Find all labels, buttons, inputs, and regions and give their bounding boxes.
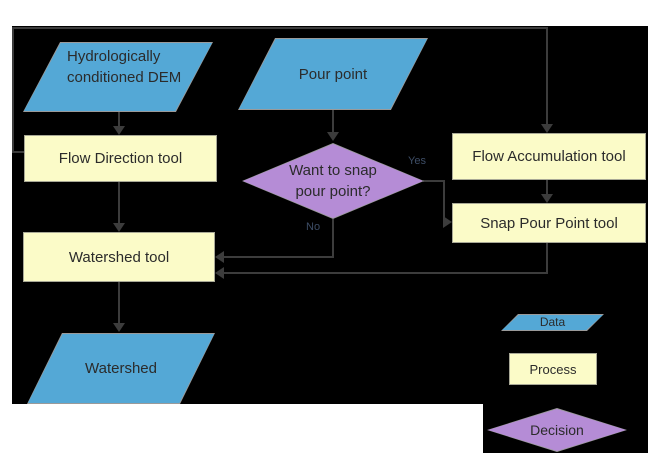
edge-label-yes: Yes [408, 155, 426, 167]
node-watershed: Watershed [27, 333, 215, 404]
legend-item-data: Data [501, 314, 604, 331]
arrowhead-dem-flowdirection [113, 126, 125, 135]
node-label: Pour point [239, 39, 427, 109]
legend-label-data: Data [502, 315, 603, 330]
edge-watershedtool-watershed [118, 282, 120, 324]
arrowhead-flowdirection-watershedtool [113, 223, 125, 232]
node-label: Hydrologically conditioned DEM [67, 48, 182, 86]
edge-decision-yes-v [443, 180, 445, 222]
edge-snappourpoint-watershedtool-v [546, 243, 548, 274]
node-label: Flow Accumulation tool [472, 148, 626, 165]
node-label: Watershed [28, 334, 214, 403]
node-label: Watershed tool [68, 248, 170, 266]
edge-flowdirection-flowaccumulation-stub [12, 151, 24, 153]
node-label: Want to snap pour point? [289, 162, 377, 200]
arrowhead-pourpoint-decision [327, 132, 339, 141]
edge-snappourpoint-watershedtool-h [223, 272, 548, 274]
edge-flowdirection-flowaccumulation-top [12, 27, 548, 29]
edge-flowdirection-flowaccumulation-left [12, 27, 14, 153]
node-label: Flow Direction tool [58, 150, 183, 167]
node-flow-accumulation-tool: Flow Accumulation tool [452, 133, 646, 180]
edge-flowdirection-watershedtool [118, 182, 120, 224]
edge-dem-flowdirection [118, 112, 120, 128]
node-label: Snap Pour Point tool [480, 214, 618, 232]
arrowhead-decision-snappourpoint [443, 216, 452, 228]
node-hydrologically-conditioned-dem: Hydrologically conditioned DEM [23, 42, 213, 112]
node-snap-pour-point-tool: Snap Pour Point tool [452, 203, 646, 243]
node-watershed-tool: Watershed tool [23, 232, 215, 282]
edge-decision-no-h [223, 256, 334, 258]
legend-item-process: Process [509, 353, 597, 385]
legend-label-process: Process [529, 361, 577, 377]
node-pour-point: Pour point [238, 38, 428, 110]
arrowhead-flowaccumulation-snappourpoint [541, 194, 553, 203]
arrowhead-watershedtool-watershed [113, 323, 125, 332]
edge-label-no: No [306, 221, 321, 233]
edge-decision-no-v [332, 219, 334, 257]
arrowhead-flowdirection-flowaccumulation [541, 124, 553, 133]
arrowhead-decision-watershedtool [215, 251, 224, 263]
edge-decision-yes-h [423, 180, 445, 182]
edge-pourpoint-decision [332, 110, 334, 133]
arrowhead-snappourpoint-watershedtool [215, 267, 224, 279]
edge-flowaccumulation-snappourpoint [546, 180, 548, 195]
edge-flowdirection-flowaccumulation-right [546, 27, 548, 125]
node-flow-direction-tool: Flow Direction tool [24, 135, 217, 182]
